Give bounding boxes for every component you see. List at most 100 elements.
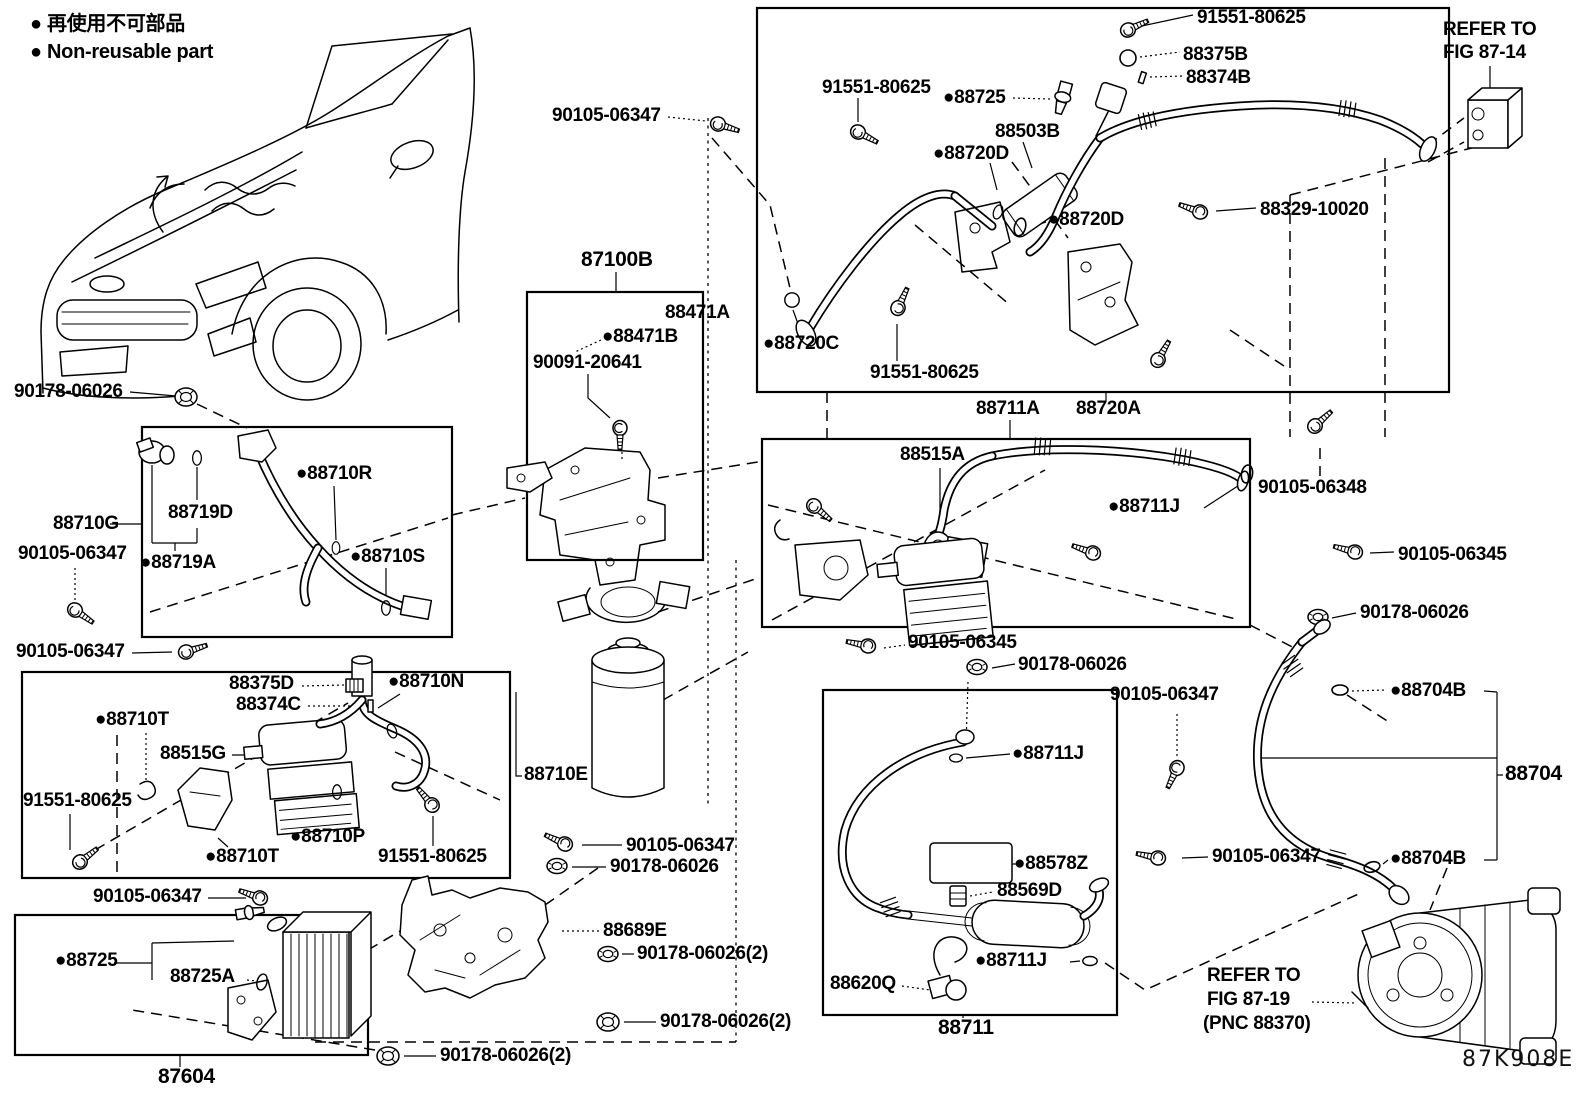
label-88471A[interactable]: 88471A [665, 302, 730, 323]
oring-88710R-icon [331, 541, 341, 555]
label-88725A[interactable]: 88725A [170, 966, 235, 987]
suction-hose-88711A-parts [773, 436, 1255, 647]
label-88720D-b[interactable]: ●88720D [1048, 209, 1124, 230]
screw-icon [1134, 845, 1168, 868]
label-90178-06026-2-a[interactable]: 90178-06026(2) [637, 943, 769, 964]
label-88515G[interactable]: 88515G [160, 743, 226, 764]
valve-core-88374B-icon [1137, 70, 1148, 85]
label-88710T-b[interactable]: ●88710T [205, 846, 279, 867]
screw-icon [69, 842, 103, 873]
screw-icon [411, 782, 443, 816]
label-88725-b[interactable]: ●88725 [55, 950, 118, 971]
compressor-fig-87-19 [1351, 887, 1561, 1065]
screw-icon [1069, 538, 1104, 563]
label-88720D-a[interactable]: ●88720D [933, 143, 1009, 164]
label-88710N[interactable]: ●88710N [388, 671, 464, 692]
legend-en: ● Non-reusable part [30, 41, 214, 63]
label-88720A[interactable]: 88720A [1076, 398, 1141, 419]
clamp-88569D-icon [949, 885, 967, 907]
screw-icon [844, 633, 878, 656]
label-88711J-a[interactable]: ●88711J [1108, 496, 1180, 517]
label-90105-06345-b[interactable]: 90105-06345 [908, 632, 1017, 653]
label-90091-20641[interactable]: 90091-20641 [533, 352, 642, 373]
oring-88719D-icon [191, 450, 203, 466]
amplifier-88515A-icon [876, 537, 994, 647]
label-90178-06026-a[interactable]: 90178-06026 [14, 381, 123, 402]
label-90178-06026-b[interactable]: 90178-06026 [610, 856, 719, 877]
expansion-valve-fig-87-14 [1467, 87, 1523, 149]
label-88710P[interactable]: ●88710P [290, 826, 365, 847]
screw-icon [707, 114, 742, 139]
label-90105-06347-c[interactable]: 90105-06347 [16, 641, 125, 662]
label-88375B[interactable]: 88375B [1183, 44, 1248, 65]
label-90178-06026-c[interactable]: 90178-06026 [1360, 602, 1469, 623]
label-91551-80625-a[interactable]: 91551-80625 [1197, 7, 1306, 28]
screw-icon [1160, 757, 1188, 792]
label-88711[interactable]: 88711 [938, 1016, 994, 1039]
label-90105-06347-a[interactable]: 90105-06347 [552, 105, 661, 126]
label-91551-80625-b[interactable]: 91551-80625 [822, 77, 931, 98]
label-88374B[interactable]: 88374B [1186, 67, 1251, 88]
label-88515A[interactable]: 88515A [900, 444, 965, 465]
label-88720C[interactable]: ●88720C [763, 333, 839, 354]
screw-icon [175, 637, 210, 662]
label-90178-06026-2-c[interactable]: 90178-06026(2) [440, 1045, 572, 1066]
label-88471B[interactable]: ●88471B [602, 326, 678, 347]
label-90105-06347-b[interactable]: 90105-06347 [18, 543, 127, 564]
label-90105-06347-d[interactable]: 90105-06347 [626, 835, 735, 856]
sensor-88725-icon [234, 904, 266, 921]
label-88329-10020[interactable]: 88329-10020 [1260, 199, 1369, 220]
label-88710G[interactable]: 88710G [53, 513, 119, 534]
box-88710E-assy [20, 670, 512, 880]
label-91551-80625-e[interactable]: 91551-80625 [378, 846, 487, 867]
label-88719A[interactable]: ●88719A [140, 552, 216, 573]
label-90178-06026-2-b[interactable]: 90178-06026(2) [660, 1011, 792, 1032]
label-90178-06026-d[interactable]: 90178-06026 [1018, 654, 1127, 675]
label-88710S[interactable]: ●88710S [350, 546, 425, 567]
legend-jp: ● 再使用不可部品 [30, 13, 185, 35]
label-90105-06347-e[interactable]: 90105-06347 [93, 886, 202, 907]
nut-icon [546, 857, 568, 875]
oring-88704B-icon [1331, 684, 1349, 696]
label-90105-06347-g[interactable]: 90105-06347 [1212, 846, 1321, 867]
clip-icon [773, 519, 790, 541]
label-88719D[interactable]: 88719D [168, 502, 233, 523]
grommet-icon [174, 387, 198, 407]
label-88503B[interactable]: 88503B [995, 121, 1060, 142]
label-91551-80625-c[interactable]: 91551-80625 [870, 362, 979, 383]
label-88578Z[interactable]: ●88578Z [1014, 853, 1088, 874]
note-fig-87-19-line1: REFER TO [1207, 965, 1301, 986]
label-88710E[interactable]: 88710E [524, 764, 588, 785]
label-88711A[interactable]: 88711A [976, 398, 1040, 419]
connector [1361, 919, 1401, 959]
screw-icon [541, 827, 576, 855]
label-88711J-c[interactable]: ●88711J [975, 950, 1047, 971]
label-88704B-b[interactable]: ●88704B [1390, 848, 1466, 869]
label-88710R[interactable]: ●88710R [296, 463, 372, 484]
label-88710T-a[interactable]: ●88710T [95, 709, 169, 730]
oring-88711J-icon [948, 753, 964, 763]
label-88689E[interactable]: 88689E [603, 920, 667, 941]
label-90105-06348[interactable]: 90105-06348 [1258, 477, 1367, 498]
label-90105-06345-a[interactable]: 90105-06345 [1398, 544, 1507, 565]
label-88374C[interactable]: 88374C [236, 694, 301, 715]
label-88620Q[interactable]: 88620Q [830, 973, 896, 994]
label-88711J-b[interactable]: ●88711J [1012, 743, 1084, 764]
oring-88720C-icon [784, 292, 800, 308]
label-88569D[interactable]: 88569D [997, 880, 1062, 901]
box-88710G-assy [140, 425, 454, 639]
label-91551-80625-d[interactable]: 91551-80625 [23, 790, 132, 811]
label-87100B[interactable]: 87100B [581, 248, 653, 271]
label-88704[interactable]: 88704 [1505, 762, 1562, 785]
suction-tube-parts [784, 13, 1438, 371]
label-88725-a[interactable]: ●88725 [943, 87, 1006, 108]
airflow-arrows-icon [149, 175, 296, 233]
pressure-sensor-88725-icon [1054, 80, 1074, 116]
label-88704B-a[interactable]: ●88704B [1390, 680, 1466, 701]
diagram-code: 87K908E [1462, 1047, 1575, 1072]
label-88375D[interactable]: 88375D [229, 673, 294, 694]
oring-88375B-icon [1119, 49, 1137, 67]
label-87604[interactable]: 87604 [158, 1065, 215, 1088]
label-90105-06347-f[interactable]: 90105-06347 [1110, 684, 1219, 705]
